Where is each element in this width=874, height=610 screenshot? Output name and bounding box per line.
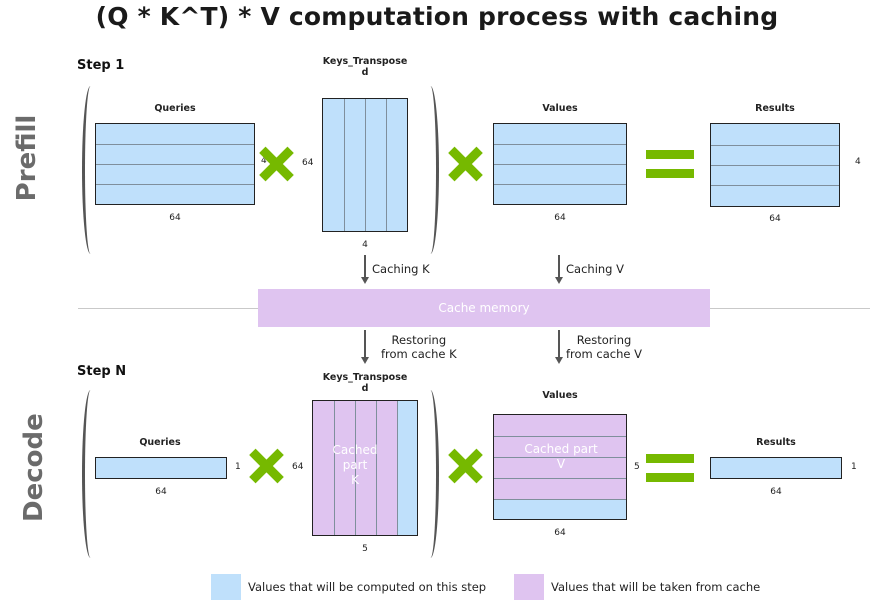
keys-rows-dim: 64 (292, 462, 304, 472)
results-cols-dim: 64 (770, 487, 782, 497)
caching-k-label: Caching K (372, 262, 430, 276)
legend-cached-label: Values that will be taken from cache (551, 580, 761, 594)
results-rows-dim: 4 (855, 157, 861, 167)
arrow-down-icon (555, 357, 563, 364)
equals-icon (646, 452, 694, 486)
values-cols-dim: 64 (554, 528, 566, 538)
caching-v-arrow (558, 255, 560, 277)
values-matrix (493, 123, 627, 205)
queries-matrix (95, 457, 227, 479)
results-cols-dim: 64 (769, 214, 781, 224)
arrow-down-icon (361, 277, 369, 284)
results-rows-dim: 1 (851, 462, 857, 472)
arrow-down-icon (361, 357, 369, 364)
caching-v-label: Caching V (566, 262, 624, 276)
right-parenthesis (422, 390, 439, 558)
values-label: Values (542, 390, 578, 401)
caching-k-arrow (364, 255, 366, 277)
diagram-title: (Q * K^T) * V computation process with c… (95, 2, 779, 31)
equals-icon (646, 148, 694, 182)
keys-rows-dim: 64 (302, 158, 314, 168)
step-n-label: Step N (77, 364, 127, 379)
queries-cols-dim: 64 (169, 213, 181, 223)
restore-k-arrow (364, 330, 366, 358)
arrow-down-icon (555, 277, 563, 284)
right-parenthesis (422, 86, 439, 254)
results-matrix (710, 123, 840, 207)
cache-memory-bar: Cache memory (258, 289, 710, 327)
restore-v-arrow (558, 330, 560, 358)
left-parenthesis (82, 390, 99, 558)
multiply-icon (258, 146, 294, 182)
legend-computed-label: Values that will be computed on this ste… (248, 580, 487, 594)
multiply-icon (447, 146, 483, 182)
left-parenthesis (82, 86, 99, 254)
values-cols-dim: 64 (554, 213, 566, 223)
queries-cols-dim: 64 (155, 487, 167, 497)
legend-cached-swatch (514, 574, 544, 600)
multiply-icon (447, 448, 483, 484)
keys-cols-dim: 4 (362, 240, 368, 250)
decode-phase-label: Decode (19, 413, 49, 522)
queries-label: Queries (154, 103, 196, 114)
results-label: Results (756, 437, 796, 448)
keys-cols-dim: 5 (362, 544, 368, 554)
multiply-icon (248, 448, 284, 484)
keys-transposed-matrix (322, 98, 408, 232)
results-label: Results (755, 103, 795, 114)
step-1-label: Step 1 (77, 58, 125, 73)
values-rows-dim: 5 (634, 462, 640, 472)
queries-label: Queries (139, 437, 181, 448)
results-matrix (710, 457, 842, 479)
queries-rows-dim: 1 (235, 462, 241, 472)
queries-matrix (95, 123, 255, 205)
legend-computed-swatch (211, 574, 241, 600)
values-label: Values (542, 103, 578, 114)
prefill-phase-label: Prefill (12, 114, 42, 202)
